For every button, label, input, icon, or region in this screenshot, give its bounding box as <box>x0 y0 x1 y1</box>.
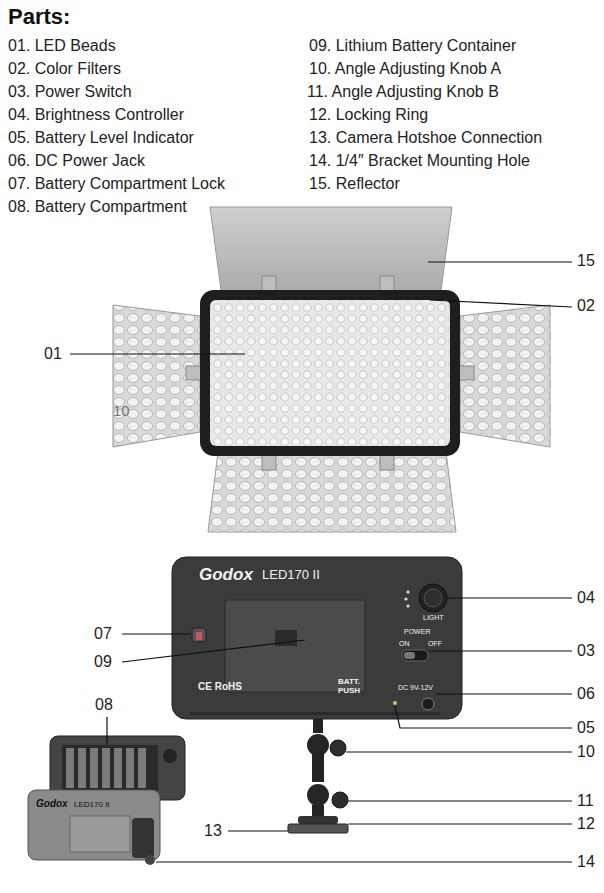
part-name: 13. Camera Hotshoe Connection <box>309 129 542 147</box>
part-name: 15. Reflector <box>309 175 400 193</box>
part-name: 10. Angle Adjusting Knob A <box>309 60 501 78</box>
callout-number: 12 <box>577 815 595 833</box>
battery-release: BATT. PUSH <box>334 677 364 695</box>
switch-label: POWER <box>404 628 430 636</box>
part-name: 09. Lithium Battery Container <box>309 37 516 55</box>
switch-label: ON <box>399 640 410 648</box>
part-name: 08. Battery Compartment <box>8 198 187 216</box>
callout-number: 15 <box>577 252 595 270</box>
callout-number: 09 <box>94 653 112 671</box>
part-name: 01. LED Beads <box>8 37 116 55</box>
part-name: 11. Angle Adjusting Knob B <box>307 83 499 101</box>
callout-number: 13 <box>204 822 222 840</box>
callout-number: 11 <box>577 792 594 810</box>
callout-number: 02 <box>577 297 595 315</box>
switch-label: OFF <box>428 640 442 648</box>
heading: Parts: <box>8 4 70 29</box>
part-name: 02. Color Filters <box>8 60 121 78</box>
part-name: 06. DC Power Jack <box>8 152 145 170</box>
callout-number: 14 <box>577 853 595 871</box>
callout-number: 03 <box>577 642 595 660</box>
callout-number: 08 <box>95 696 113 714</box>
callout-number: 04 <box>577 589 595 607</box>
dial-label: LIGHT <box>423 614 444 622</box>
part-name: 12. Locking Ring <box>309 106 428 124</box>
brand-logo: Godox <box>36 798 68 810</box>
brand-logo: Godox <box>199 565 253 585</box>
part-name: 07. Battery Compartment Lock <box>8 175 225 193</box>
callout-number: 10 <box>577 743 595 761</box>
callout-number: 01 <box>44 345 62 363</box>
part-name: 14. 1/4″ Bracket Mounting Hole <box>309 152 530 170</box>
callout-number: 05 <box>577 719 595 737</box>
cert-mark: CE RoHS <box>198 681 242 693</box>
part-name: 04. Brightness Controller <box>8 106 184 124</box>
model-name: LED170 II <box>262 568 320 583</box>
callout-number: 10 <box>113 402 130 419</box>
part-name: 03. Power Switch <box>8 83 132 101</box>
callout-number: 06 <box>577 685 595 703</box>
model-name: LED170 II <box>74 800 110 809</box>
part-name: 05. Battery Level Indicator <box>8 129 194 147</box>
jack-label: DC 9V-12V <box>398 684 433 692</box>
callout-number: 07 <box>94 625 112 643</box>
